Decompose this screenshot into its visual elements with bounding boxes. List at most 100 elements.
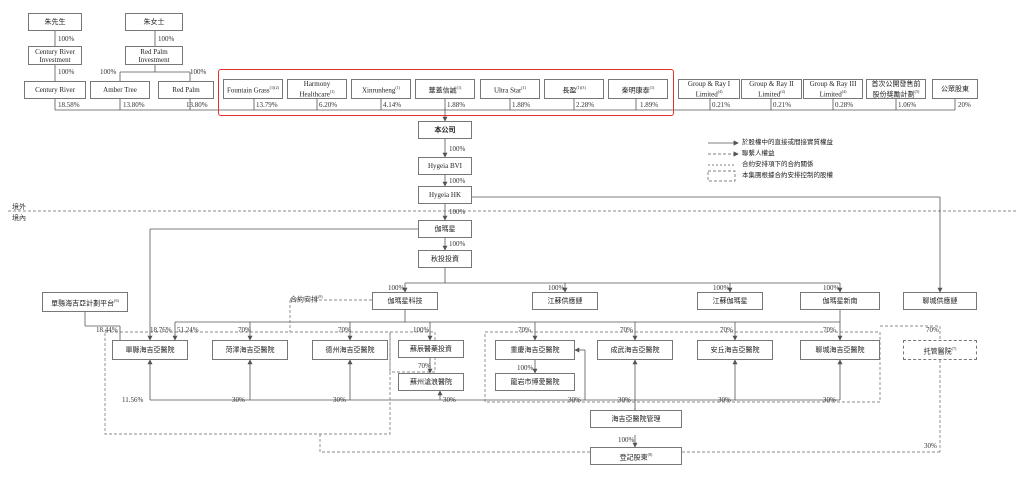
- pct-tech-liaocheng: 70%: [823, 326, 836, 334]
- pct-tech-shanxian: 51.24%: [177, 326, 199, 334]
- pct-tech-anqiu: 70%: [720, 326, 733, 334]
- longyan-hospital-box: 龍岩市博愛醫院: [495, 373, 575, 391]
- dezhou-hospital-box: 德州海吉亞醫院: [312, 340, 388, 360]
- pct-ipo: 1.06%: [898, 101, 917, 109]
- pct-invest-jjiasheng: 100%: [713, 284, 730, 292]
- public-shareholders-box: 公眾股東: [932, 79, 978, 99]
- pct-hk-jiasheng: 100%: [449, 208, 466, 216]
- pct-rpi-to-redpalm: 100%: [190, 68, 207, 76]
- liaocheng-supply-box: 聊城供應鏈: [903, 292, 977, 310]
- offshore-label: 境外: [12, 203, 26, 211]
- century-river-investment-box: Century River Investment: [28, 46, 82, 65]
- onshore-label: 境內: [12, 214, 26, 222]
- pct-huagai: 1.88%: [447, 101, 466, 109]
- registered-shareholders-box: 登記股東(8): [590, 447, 682, 465]
- huagai-xinrui-box: 華蓋信誠(1): [415, 79, 475, 99]
- ms-zhu-box: 朱女士: [125, 13, 183, 31]
- pct-gr2: 0.21%: [773, 101, 792, 109]
- legend-item-associate: 聯繫人權益: [742, 150, 775, 157]
- pct-harmony: 6.20%: [319, 101, 338, 109]
- mr-zhu-box: 朱先生: [28, 13, 82, 31]
- shanghai-investment-box: 秋投投資: [418, 250, 472, 268]
- qinming-kangtai-box: 秦明康泰(1): [608, 79, 668, 99]
- pct-suzhou-bottom: 30%: [443, 396, 456, 404]
- pct-tech-dezhou: 70%: [338, 326, 351, 334]
- jiasheng-tech-box: 伽瑪星科技: [372, 292, 438, 310]
- pct-invest-jsupply: 100%: [548, 284, 565, 292]
- group-ray-3-box: Group & Ray III Limited(4): [803, 79, 863, 99]
- harmony-healthcare-box: Harmony Healthcare(1): [287, 79, 347, 99]
- pct-jiasheng-invest: 100%: [449, 240, 466, 248]
- pct-tech-chongqing: 70%: [518, 326, 531, 334]
- shanxian-hospital-box: 單縣海吉亞醫院: [112, 340, 188, 360]
- platform-box: 單縣海吉亞計劃平台(6): [42, 292, 128, 312]
- pct-tech-heze: 70%: [238, 326, 251, 334]
- legend-item-controlled: 本集團根據合約安排控制的股權: [742, 172, 833, 179]
- pct-tuoguan-bottom: 30%: [924, 442, 937, 450]
- pct-platform: 18.44%: [96, 326, 118, 334]
- century-river-box: Century River: [24, 81, 86, 99]
- pct-gr3: 0.28%: [835, 101, 854, 109]
- pct-tech-chengwu: 70%: [620, 326, 633, 334]
- xinrunheng-box: Xinrunheng(1): [351, 79, 411, 99]
- pct-amber-tree: 13.80%: [123, 101, 145, 109]
- jiangsu-jiasheng-box: 江蘇伽瑪星: [697, 292, 763, 310]
- hygeia-hk-box: Hygeia HK: [418, 186, 472, 204]
- pct-anqiu-bottom: 30%: [718, 396, 731, 404]
- jiasheng-box: 伽瑪星: [418, 220, 472, 238]
- chengwu-hospital-box: 成武海吉亞醫院: [597, 340, 673, 360]
- contract-label: 合約安排(8): [290, 294, 323, 304]
- pct-fountain-grass: 13.79%: [256, 101, 278, 109]
- suzhou-yongding-hospital-box: 蘇州滄浪醫院: [398, 373, 464, 391]
- pct-invest-tech: 100%: [388, 284, 405, 292]
- pct-heze-bottom: 30%: [232, 396, 245, 404]
- pct-rpi-to-amber: 100%: [100, 68, 117, 76]
- jiasheng-new-energy-box: 伽瑪星新南: [800, 292, 880, 310]
- red-palm-box: Red Palm: [158, 81, 214, 99]
- liaocheng-hospital-box: 聊城海吉亞醫院: [800, 340, 880, 360]
- pct-shanxian-bottom: 11.56%: [122, 396, 144, 404]
- jiangsu-supply-box: 江蘇供應鏈: [532, 292, 598, 310]
- amber-tree-box: Amber Tree: [90, 81, 150, 99]
- group-ray-2-box: Group & Ray II Limited(4): [741, 79, 802, 99]
- pct-chongqing-bottom: 30%: [568, 396, 581, 404]
- pct-public: 20%: [958, 101, 971, 109]
- changying-box: 長盈(1)(3): [544, 79, 604, 99]
- pct-tuoguan: 70%: [926, 326, 939, 334]
- pct-suzhou-yongding: 70%: [418, 362, 431, 370]
- company-box: 本公司: [418, 121, 472, 139]
- pct-dezhou-bottom: 30%: [333, 396, 346, 404]
- pct-century-river: 18.58%: [58, 101, 80, 109]
- pct-company-bvi: 100%: [449, 145, 466, 153]
- pct-invest-newenergy: 100%: [823, 284, 840, 292]
- pct-xinrunheng: 4.14%: [383, 101, 402, 109]
- pct-qinming: 1.89%: [640, 101, 659, 109]
- ipo-incentive-box: 首次公開發售前 股份獎勵計劃(5): [866, 79, 926, 99]
- pct-chongqing-longyan: 100%: [517, 364, 534, 372]
- tuoguan-hospital-box: 托管醫院(7): [903, 340, 977, 360]
- group-ray-1-box: Group & Ray I Limited(4): [678, 79, 740, 99]
- highlight-frame: [218, 69, 674, 116]
- fountain-grass-box: Fountain Grass(1)(2): [223, 79, 283, 99]
- chongqing-hospital-box: 重慶海吉亞醫院: [495, 340, 575, 360]
- pct-cri-to-cr: 100%: [58, 68, 75, 76]
- legend-item-contract: 合約安排項下的合約關係: [742, 161, 814, 168]
- pct-red-palm: 13.80%: [186, 101, 208, 109]
- heze-hospital-box: 菏澤海吉亞醫院: [212, 340, 288, 360]
- legend-item-equity: 於股權中的直接或間接實質權益: [742, 139, 833, 146]
- pct-mgmt-registered: 100%: [618, 436, 635, 444]
- red-palm-investment-box: Red Palm Investment: [125, 46, 183, 65]
- pct-liaocheng-bottom: 30%: [823, 396, 836, 404]
- pct-jiasheng-shanxian: 18.76%: [150, 326, 172, 334]
- pct-changying: 2.28%: [576, 101, 595, 109]
- anqiu-hospital-box: 安丘海吉亞醫院: [697, 340, 773, 360]
- pct-gr1: 0.21%: [712, 101, 731, 109]
- pct-zhu-to-cri: 100%: [58, 35, 75, 43]
- hospital-management-box: 海吉亞醫院管理: [590, 410, 682, 428]
- suzhou-medical-investment-box: 蘇辰醫藥投資: [398, 340, 464, 358]
- pct-bvi-hk: 100%: [449, 177, 466, 185]
- pct-mszhu-to-rpi: 100%: [158, 35, 175, 43]
- pct-chengwu-bottom: 30%: [618, 396, 631, 404]
